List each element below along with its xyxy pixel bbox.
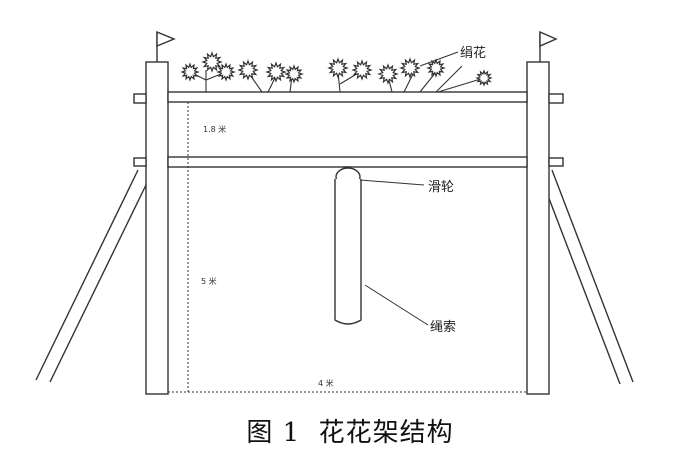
flower-icon (265, 61, 287, 83)
flower-icon (327, 57, 349, 79)
top-beam (167, 91, 528, 103)
dimension-lines (168, 102, 527, 393)
flower-icon (237, 59, 259, 81)
label-rope: 绳索 (430, 320, 456, 335)
figure-caption: 图 1 花花架结构 (0, 412, 700, 449)
dimension-label-width: 4 米 (318, 378, 334, 388)
left-post (145, 61, 169, 395)
dimension-label-height: 5 米 (201, 276, 217, 286)
middle-beam (167, 156, 528, 168)
silk-flowers (180, 51, 493, 87)
figure-title: 花花架结构 (318, 418, 454, 448)
left-brace (35, 169, 147, 383)
figure-number: 图 1 (246, 418, 301, 448)
rope (334, 179, 362, 325)
flower-icon (426, 58, 446, 78)
flower-icon (351, 59, 373, 81)
flower-icon (216, 62, 236, 82)
right-post (526, 61, 550, 395)
dimension-label-top-gap: 1.8 米 (203, 124, 226, 134)
flower-icon (377, 63, 399, 85)
flower-icon (180, 62, 200, 82)
flag-icon (156, 30, 176, 62)
label-silk-flowers: 绢花 (460, 45, 486, 61)
flower-icon (475, 69, 493, 87)
callout-leaders (359, 51, 459, 326)
label-pulley: 滑轮 (428, 180, 454, 195)
flag-icon (539, 30, 558, 62)
flower-frame-diagram: 1.8 米 5 米 4 米 绢花 滑轮 绳索 (35, 30, 634, 395)
flower-icon (284, 64, 304, 84)
flower-icon (399, 57, 421, 79)
right-brace (544, 169, 634, 385)
flower-icon (201, 51, 223, 73)
